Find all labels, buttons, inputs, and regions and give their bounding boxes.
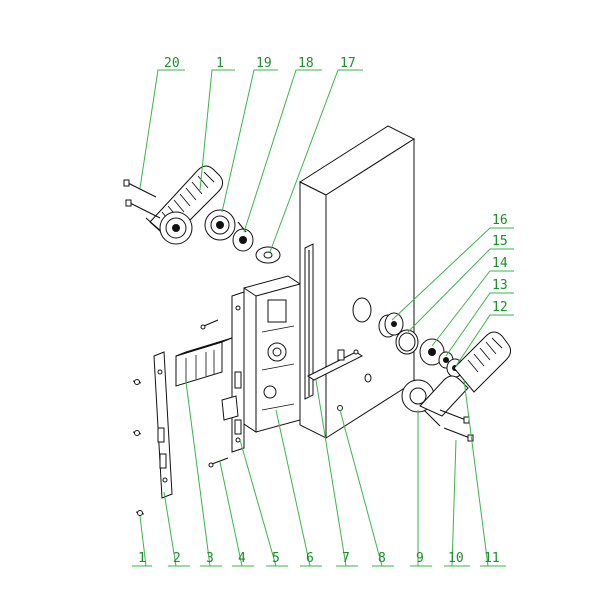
screws-4 [200,319,229,468]
callout-labels: 20 1 19 18 17 16 15 14 13 12 1 2 3 4 [132,56,514,567]
outer-rose [159,211,193,245]
cylinder-16 [378,312,404,338]
label-15: 15 [492,234,508,249]
label-18: 18 [298,56,314,71]
label-20: 20 [164,56,180,71]
label-6: 6 [306,551,314,566]
latch-bolt [221,395,239,421]
label-12: 12 [492,300,508,315]
lock-case-6 [243,275,301,433]
faceplate-5 [231,291,245,453]
label-16: 16 [492,213,508,228]
label-10: 10 [448,551,464,566]
thumbturn-8 [337,405,343,411]
label-17: 17 [340,56,356,71]
inner-lever-11 [419,331,512,427]
washer-15 [395,329,419,355]
mounting-screws-20 [123,179,161,219]
gasket-17 [255,246,281,264]
label-9: 9 [416,551,424,566]
label-7: 7 [342,551,350,566]
door-slab [298,125,416,439]
edge-plate-7 [307,349,363,381]
label-2: 2 [173,551,181,566]
label-14: 14 [492,256,508,271]
strike-plate-2 [153,351,173,499]
label-4: 4 [238,551,246,566]
label-8: 8 [378,551,386,566]
rose-spring-19 [204,209,236,241]
label-5: 5 [272,551,280,566]
screws-1 [132,379,145,516]
rose-plate-14 [419,338,445,366]
label-11: 11 [484,551,500,566]
label-1: 1 [138,551,146,566]
label-3: 3 [206,551,214,566]
label-13: 13 [492,278,508,293]
label-1-top: 1 [216,56,224,71]
label-19: 19 [256,56,272,71]
screws-10 [439,409,474,442]
spindle-plate-18 [232,221,254,252]
strike-box-3 [175,337,233,387]
